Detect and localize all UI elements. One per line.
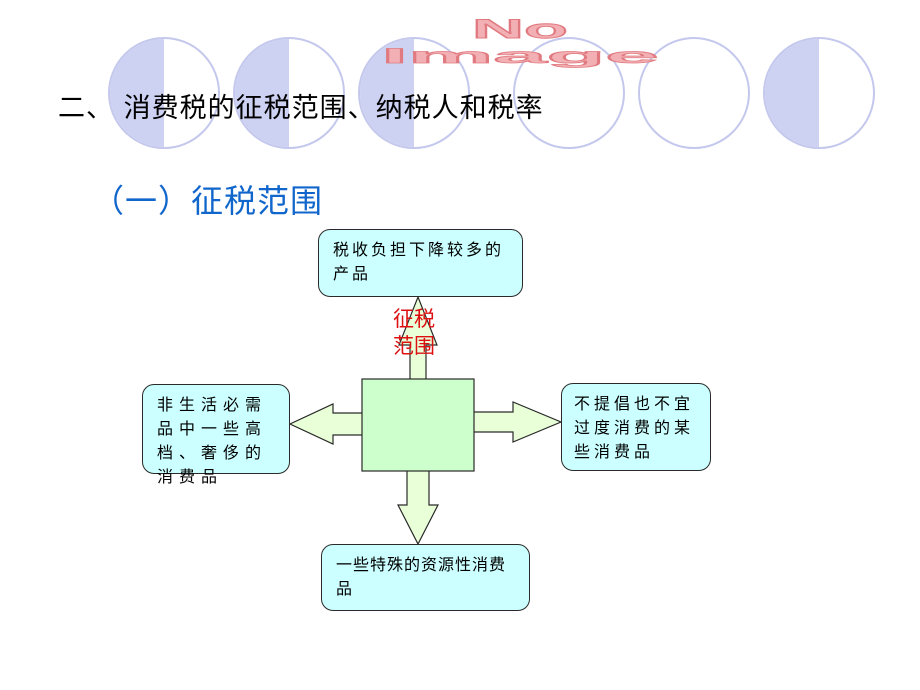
decor-circle-5 [638, 37, 750, 149]
decor-circle-4 [513, 37, 625, 149]
arrow-left-icon [288, 403, 364, 445]
center-square [361, 378, 475, 472]
no-image-line-1: No [472, 14, 568, 44]
decor-circle-3 [358, 37, 470, 149]
decor-circle-6 [763, 37, 875, 149]
node-bottom: 一些特殊的资源性消费品 [321, 544, 530, 611]
arrow-down-icon [397, 468, 439, 546]
decor-circle-1 [108, 37, 220, 149]
node-right: 不提倡也不宜过度消费的某些消费品 [561, 383, 711, 471]
node-left: 非生活必需品中一些高档、奢侈的消费品 [142, 384, 290, 486]
no-image-line-2: Image [381, 44, 658, 68]
no-image-placeholder: No Image [381, 13, 660, 68]
arrow-right-icon [472, 401, 563, 443]
section-title: （一）征税范围 [92, 182, 324, 220]
center-label: 征税范围 [393, 307, 435, 358]
slide-heading: 二、 消费税的征税范围、纳税人和税率 [58, 93, 544, 124]
node-top: 税收负担下降较多的产品 [318, 229, 523, 297]
decor-circle-2 [233, 37, 345, 149]
